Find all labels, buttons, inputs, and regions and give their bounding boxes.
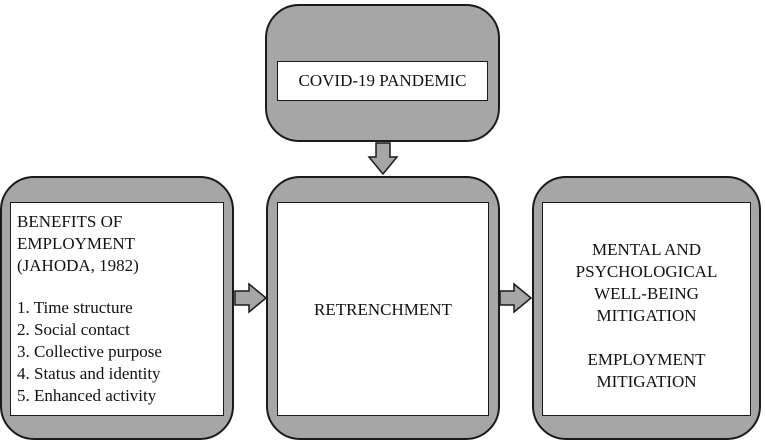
benefits-title-1: BENEFITS OF — [17, 212, 123, 231]
benefits-title-2: EMPLOYMENT — [17, 234, 136, 253]
benefit-item-1: 1. Time structure — [17, 298, 133, 317]
benefits-title-3: (JAHODA, 1982) — [17, 256, 139, 275]
mitigation-line-1: MENTAL AND — [592, 240, 701, 259]
covid-inner: COVID-19 PANDEMIC — [277, 61, 488, 101]
mitigation-inner: MENTAL AND PSYCHOLOGICAL WELL-BEING MITI… — [542, 202, 751, 416]
benefit-item-5: 5. Enhanced activity — [17, 386, 157, 405]
employment-mitigation-line-1: EMPLOYMENT — [587, 350, 706, 369]
benefit-item-3: 3. Collective purpose — [17, 342, 162, 361]
down-arrow-icon — [367, 142, 399, 176]
mitigation-line-3: WELL-BEING — [594, 284, 699, 303]
mitigation-line-4: MITIGATION — [596, 306, 697, 325]
employment-mitigation-line-2: MITIGATION — [596, 372, 697, 391]
covid-box: COVID-19 PANDEMIC — [265, 4, 500, 142]
benefits-inner: BENEFITS OF EMPLOYMENT (JAHODA, 1982) 1.… — [10, 202, 224, 416]
retrenchment-inner: RETRENCHMENT — [277, 202, 489, 416]
benefit-item-2: 2. Social contact — [17, 320, 130, 339]
retrenchment-label: RETRENCHMENT — [314, 300, 452, 319]
mitigation-line-2: PSYCHOLOGICAL — [575, 262, 718, 281]
retrenchment-box: RETRENCHMENT — [266, 176, 500, 440]
benefits-box: BENEFITS OF EMPLOYMENT (JAHODA, 1982) 1.… — [0, 176, 234, 440]
covid-label: COVID-19 PANDEMIC — [298, 71, 467, 90]
right-arrow-icon — [499, 282, 533, 314]
right-arrow-icon — [234, 282, 268, 314]
benefit-item-4: 4. Status and identity — [17, 364, 161, 383]
mitigation-box: MENTAL AND PSYCHOLOGICAL WELL-BEING MITI… — [532, 176, 761, 440]
